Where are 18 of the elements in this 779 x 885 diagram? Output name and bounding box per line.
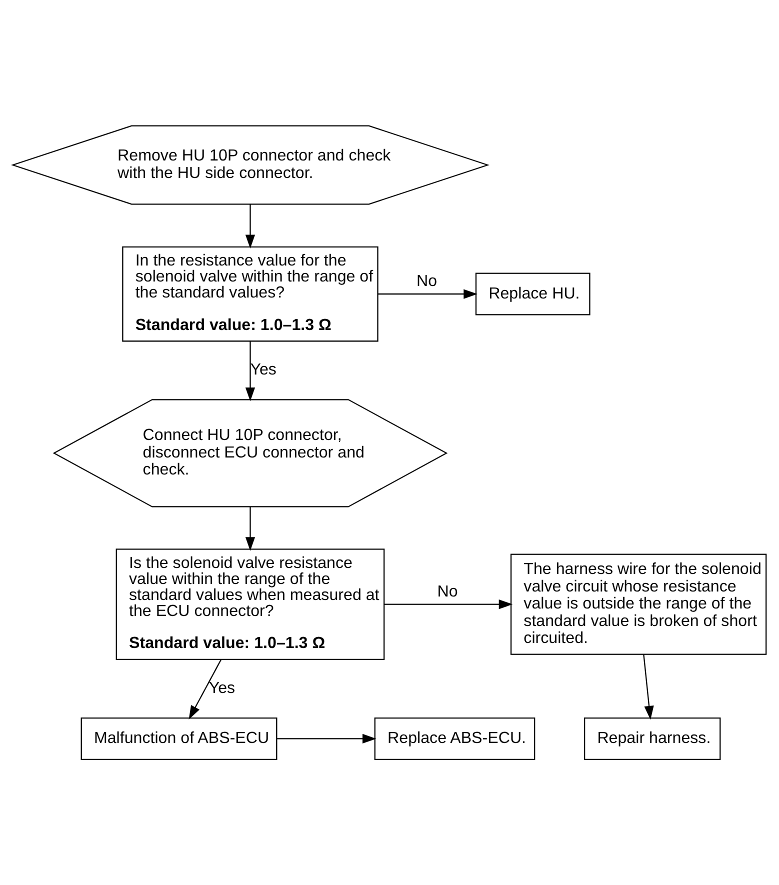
arrow (188, 659, 222, 720)
arrow (245, 204, 256, 249)
edge-label: Yes (208, 679, 236, 697)
arrow (277, 734, 376, 744)
node-box: In the resistance value for the solenoid valve within the range of the standard values? Standard value: 1.0–1.3 Ω (122, 246, 378, 342)
node-box: Replace HU. (475, 272, 590, 316)
arrow (245, 341, 256, 402)
node-box: The harness wire for the solenoid valve circuit whose resistance value is outside the range of the standard value is broken of short circuited. (510, 554, 767, 655)
node-box: Malfunction of ABS-ECU (80, 717, 278, 760)
arrow (378, 289, 478, 299)
arrow (384, 599, 513, 610)
node-box: Repair harness. (584, 717, 721, 760)
arrow (643, 654, 654, 720)
node-box: Is the solenoid valve resistance value within the range of the standard values when measured at the ECU connector? Standard value: 1.0–1.3 Ω (116, 548, 385, 660)
arrow (245, 506, 256, 551)
node-box: Replace ABS-ECU. (374, 717, 536, 760)
edge-label: No (416, 272, 438, 290)
edge-label: No (437, 582, 458, 600)
